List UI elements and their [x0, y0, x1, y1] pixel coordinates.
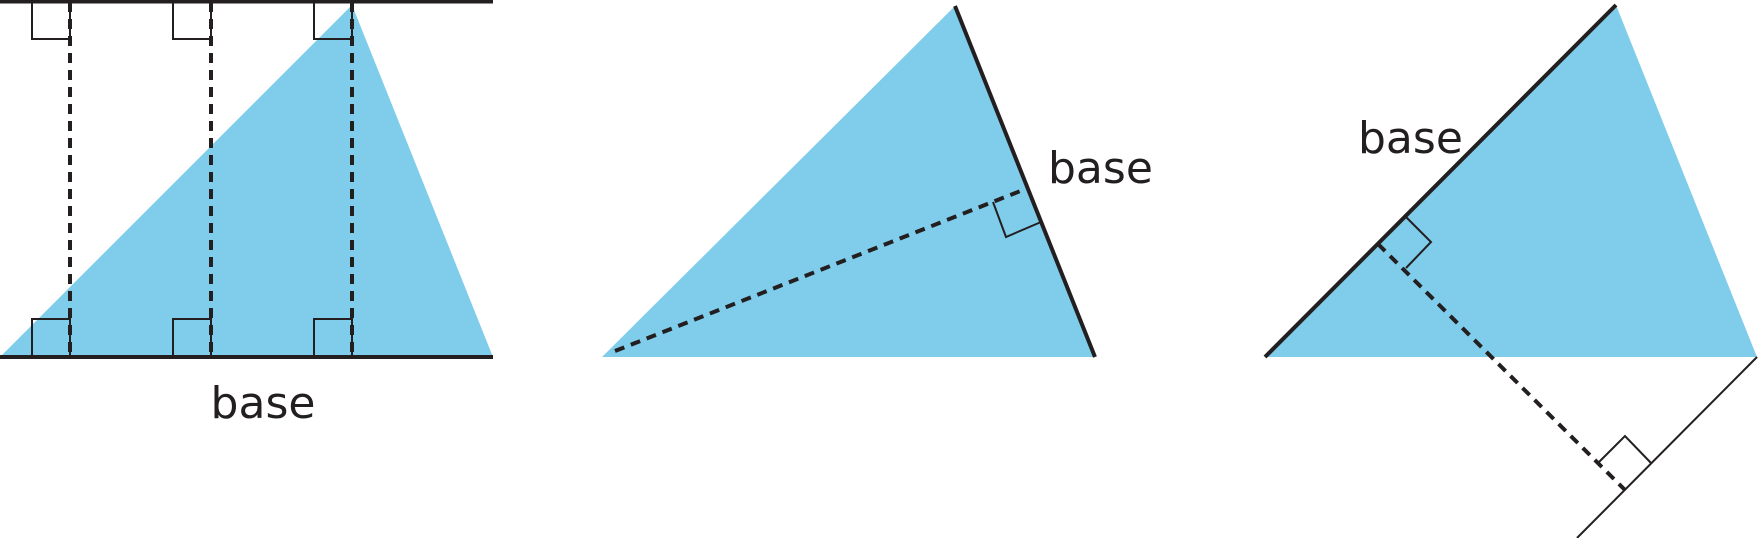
parallel-line — [1576, 356, 1758, 538]
right-angle-mark — [313, 1, 353, 40]
right-angle-mark — [172, 318, 212, 358]
figure-3: base — [1263, 3, 1758, 538]
right-angle-mark — [31, 318, 71, 358]
height-dashed-2 — [614, 186, 1029, 353]
base-label-1: base — [211, 378, 316, 429]
triangle-2 — [602, 6, 1095, 357]
figure-2: base — [602, 5, 1153, 358]
triangle-3 — [1265, 5, 1757, 357]
figure-1: base — [0, 0, 493, 429]
right-angle-mark — [31, 1, 71, 40]
base-label-3: base — [1358, 113, 1463, 164]
triangle-1 — [0, 5, 493, 357]
base-line-3 — [1263, 3, 1618, 359]
right-angle-mark — [313, 318, 353, 358]
base-line-2 — [953, 5, 1097, 358]
height-dashed-3 — [1376, 242, 1627, 492]
right-angle-mark — [1405, 216, 1433, 269]
right-angle-mark — [172, 1, 212, 40]
right-angle-mark — [1598, 434, 1652, 464]
base-label-2: base — [1048, 143, 1153, 194]
right-angle-mark — [992, 201, 1042, 239]
